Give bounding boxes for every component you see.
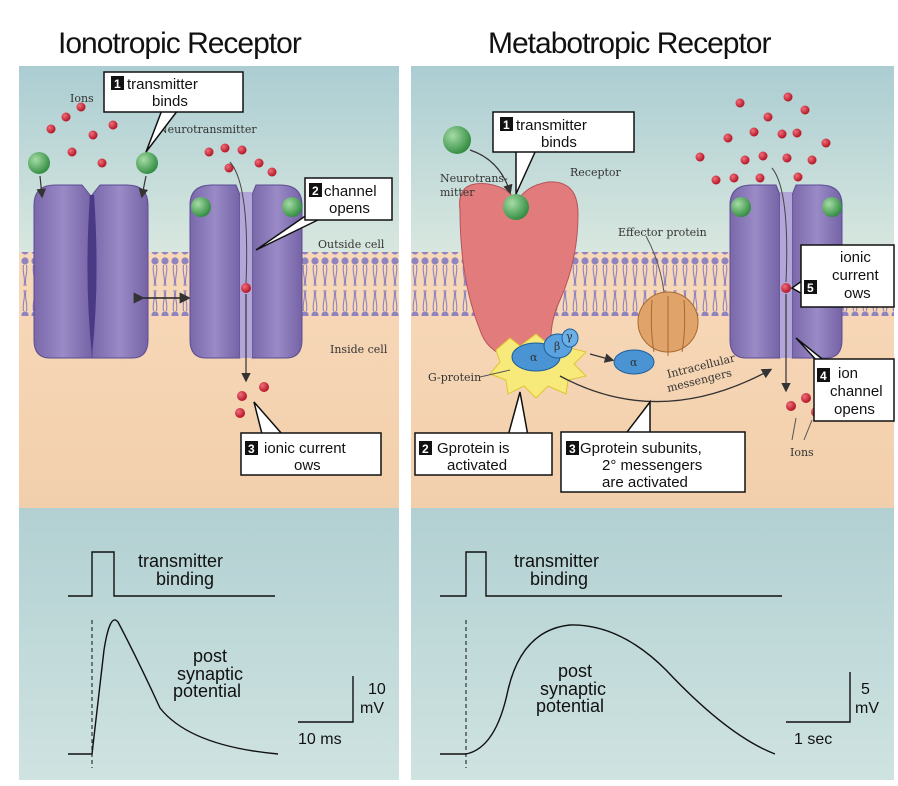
neurotransmitter-free	[443, 126, 471, 154]
neurotransmitter-molecule	[136, 152, 158, 174]
callout-ion-channel-opens-meta: 4 ion channel opens	[795, 337, 895, 422]
svg-text:Gprotein is: Gprotein is	[437, 440, 510, 457]
neurotransmitter-label-right-1: Neurotrans-	[440, 172, 508, 185]
svg-text:3: 3	[248, 442, 255, 456]
callout-ionic-current-flows-meta: 5 ionic current ows	[790, 244, 895, 308]
psp-trace-slow	[440, 624, 776, 755]
neurotransmitter-molecule	[731, 197, 751, 217]
svg-text:current: current	[832, 267, 880, 284]
messenger-arrow	[559, 368, 773, 403]
svg-text:4: 4	[820, 369, 827, 383]
svg-text:10 ms: 10 ms	[298, 731, 342, 748]
svg-text:1 sec: 1 sec	[794, 731, 832, 748]
svg-text:γ: γ	[566, 330, 573, 343]
callout-subunits-messengers: 3 Gprotein subunits, 2° messengers are a…	[560, 399, 746, 493]
neurotransmitter-molecule	[191, 197, 211, 217]
svg-text:Gprotein subunits,: Gprotein subunits,	[580, 440, 702, 457]
ions-label-right: Ions	[790, 446, 814, 459]
svg-text:ion: ion	[838, 365, 858, 382]
svg-text:synaptic: synaptic	[540, 679, 606, 699]
svg-text:opens: opens	[329, 200, 370, 217]
svg-text:α: α	[530, 351, 538, 364]
svg-text:potential: potential	[173, 681, 241, 701]
svg-text:2: 2	[312, 184, 319, 198]
closed-ion-channel	[33, 184, 149, 359]
svg-text:are activated: are activated	[602, 474, 688, 491]
metabotropic-graph: transmitter binding post synaptic potent…	[411, 508, 894, 780]
svg-text:post: post	[558, 661, 592, 681]
ions-extracellular-right	[695, 92, 831, 185]
neurotransmitter-molecule	[282, 197, 302, 217]
neurotransmitter-bound	[503, 194, 529, 220]
neurotransmitter-label-right-2: mitter	[440, 186, 475, 199]
ionotropic-panel: Ions Neurotransmitter Outside cell Insid…	[19, 66, 399, 508]
svg-text:1: 1	[114, 77, 121, 91]
svg-text:binds: binds	[152, 93, 188, 110]
callout-gprotein-activated: 2 Gprotein is activated	[414, 391, 553, 476]
metabotropic-panel: α β γ α Intracellular messengers	[411, 66, 895, 508]
ions-extracellular-left	[46, 102, 277, 177]
svg-text:ionic: ionic	[840, 249, 871, 266]
svg-text:channel: channel	[830, 383, 883, 400]
callout-transmitter-binds-iono: 1 transmitter binds	[103, 71, 244, 153]
svg-text:mV: mV	[360, 700, 384, 717]
ions-label: Ions	[70, 92, 94, 105]
svg-text:α: α	[630, 356, 638, 369]
psp-trace-fast	[68, 619, 279, 755]
ion-in-channel	[241, 283, 251, 293]
svg-text:activated: activated	[447, 457, 507, 474]
callout-ionic-current-flows-iono: 3 ionic current ows	[240, 401, 382, 476]
svg-text:transmitter: transmitter	[127, 76, 198, 93]
svg-text:5: 5	[807, 281, 814, 295]
ions-intracellular-left	[235, 382, 269, 418]
svg-text:1: 1	[503, 118, 510, 132]
svg-text:potential: potential	[536, 696, 604, 716]
receptor-label: Receptor	[570, 166, 622, 179]
neurotransmitter-molecule	[28, 152, 50, 174]
effector-protein	[637, 291, 699, 356]
svg-text:mV: mV	[855, 700, 879, 717]
svg-text:2° messengers: 2° messengers	[602, 457, 702, 474]
svg-text:binding: binding	[156, 569, 214, 589]
ionotropic-graph: transmitter binding post synaptic potent…	[19, 508, 399, 780]
effector-protein-label: Effector protein	[618, 226, 707, 239]
svg-text:post: post	[193, 646, 227, 666]
svg-text:5: 5	[861, 681, 870, 698]
svg-text:channel: channel	[324, 183, 377, 200]
scale-bar-left	[298, 676, 354, 723]
callout-channel-opens: 2 channel opens	[255, 177, 393, 251]
svg-text:binds: binds	[541, 134, 577, 151]
neurotransmitter-label: Neurotransmitter	[158, 123, 257, 136]
svg-text:opens: opens	[834, 401, 875, 418]
svg-text:ows: ows	[844, 285, 871, 302]
svg-text:binding: binding	[530, 569, 588, 589]
metabotropic-title: Metabotropic Receptor	[488, 27, 771, 60]
metabotropic-ion-channel	[729, 184, 843, 359]
callout-transmitter-binds-meta: 1 transmitter binds	[492, 111, 635, 195]
scale-bar-right	[786, 672, 851, 723]
svg-text:ionic current: ionic current	[264, 440, 347, 457]
svg-text:β: β	[554, 340, 560, 353]
svg-text:2: 2	[422, 442, 429, 456]
transmitter-binding-trace	[68, 551, 275, 597]
svg-text:transmitter: transmitter	[138, 551, 223, 571]
svg-text:synaptic: synaptic	[177, 664, 243, 684]
svg-text:3: 3	[569, 442, 576, 456]
inside-cell-label: Inside cell	[330, 343, 388, 356]
g-protein: α β γ	[511, 328, 579, 372]
ion-in-channel	[781, 283, 791, 293]
transmitter-binding-trace	[440, 551, 782, 597]
svg-text:10: 10	[368, 681, 386, 698]
outside-cell-label: Outside cell	[318, 238, 385, 251]
svg-text:ows: ows	[294, 457, 321, 474]
svg-text:transmitter: transmitter	[514, 551, 599, 571]
ionotropic-title: Ionotropic Receptor	[58, 27, 302, 60]
svg-text:transmitter: transmitter	[516, 117, 587, 134]
neurotransmitter-molecule	[822, 197, 842, 217]
g-protein-label: G-protein	[428, 371, 481, 384]
